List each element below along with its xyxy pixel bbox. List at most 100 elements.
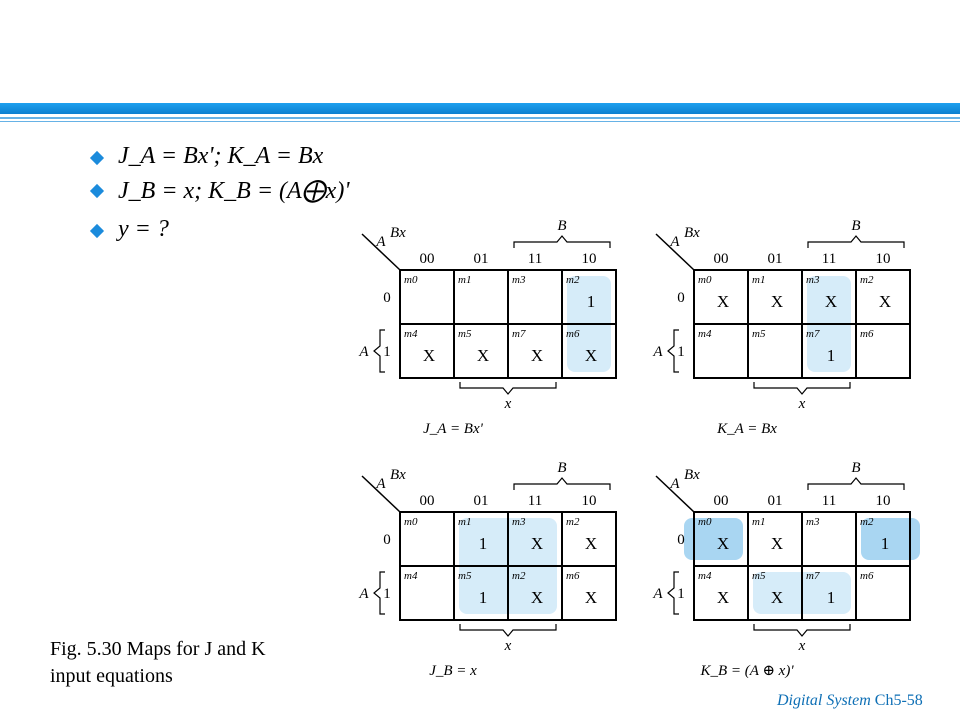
minterm-label: m6 — [566, 570, 580, 582]
minterm-label: m4 — [404, 328, 418, 340]
cell-value: X — [531, 534, 543, 553]
cell-value: X — [717, 534, 729, 553]
minterm-label: m0 — [698, 274, 712, 286]
minterm-label: m7 — [806, 570, 820, 582]
cell-value: X — [717, 292, 729, 311]
diamond-bullet-icon — [89, 183, 105, 199]
minterm-label: m3 — [512, 516, 526, 528]
col-label: 00 — [714, 251, 729, 267]
col-label: 10 — [876, 251, 891, 267]
bottom-var-label: x — [798, 638, 806, 654]
col-label: 01 — [474, 251, 489, 267]
col-label: 10 — [582, 251, 597, 267]
row-label: 0 — [383, 290, 391, 306]
row-label: 1 — [677, 344, 685, 360]
col-label: 00 — [420, 251, 435, 267]
side-var-label: A — [652, 586, 663, 602]
bottom-brace — [753, 624, 851, 637]
side-var-label: A — [652, 344, 663, 360]
cell-value: 1 — [827, 588, 836, 607]
minterm-label: m4 — [404, 570, 418, 582]
cell-value: X — [531, 346, 543, 365]
cell-value: X — [717, 588, 729, 607]
caption-line: Fig. 5.30 Maps for J and K — [50, 638, 266, 660]
header-rule-2 — [0, 121, 960, 122]
side-var-label: A — [358, 586, 369, 602]
kmap-title: K_B = (A ⊕ x)' — [699, 663, 794, 679]
top-var-label: B — [851, 460, 860, 476]
col-var-label: Bx — [684, 467, 700, 483]
figure-caption: Fig. 5.30 Maps for J and K input equatio… — [50, 636, 350, 690]
bottom-var-label: x — [798, 396, 806, 412]
row-var-label: A — [669, 476, 680, 492]
cell-value: X — [879, 292, 891, 311]
col-label: 10 — [876, 493, 891, 509]
diamond-bullet-icon — [89, 150, 105, 166]
kmap-corner-diagonal — [361, 233, 401, 271]
cell-value: X — [585, 588, 597, 607]
minterm-label: m4 — [698, 570, 712, 582]
cell-value: 1 — [587, 292, 596, 311]
cell-value: X — [771, 292, 783, 311]
minterm-label: m1 — [458, 274, 471, 286]
col-label: 11 — [528, 251, 542, 267]
bottom-brace — [753, 382, 851, 395]
bullet-text: J_A = Bx'; K_A = Bx — [118, 143, 324, 169]
cell-value: X — [771, 534, 783, 553]
side-brace — [373, 571, 385, 615]
footer-course: Digital System — [777, 692, 871, 709]
top-brace — [513, 235, 611, 248]
cell-value: X — [585, 346, 597, 365]
minterm-label: m3 — [512, 274, 526, 286]
minterm-label: m1 — [752, 274, 765, 286]
minterm-label: m6 — [860, 570, 874, 582]
col-var-label: Bx — [390, 225, 406, 241]
side-brace — [373, 329, 385, 373]
row-label: 1 — [383, 586, 391, 602]
minterm-label: m7 — [512, 328, 526, 340]
bullet-text: J_B = x; K_B = (A⨁x)' — [118, 178, 350, 204]
col-label: 00 — [714, 493, 729, 509]
bottom-var-label: x — [504, 396, 512, 412]
cell-value: X — [423, 346, 435, 365]
minterm-label: m3 — [806, 516, 820, 528]
group-highlight — [861, 518, 920, 560]
cell-value: X — [771, 588, 783, 607]
header-rule-1 — [0, 117, 960, 119]
minterm-label: m6 — [860, 328, 874, 340]
minterm-label: m0 — [404, 274, 418, 286]
kmap-corner-diagonal — [361, 475, 401, 513]
col-label: 01 — [768, 493, 783, 509]
minterm-label: m5 — [752, 570, 766, 582]
bottom-brace — [459, 624, 557, 637]
minterm-label: m2 — [860, 516, 874, 528]
cell-value: 1 — [479, 534, 488, 553]
minterm-label: m1 — [458, 516, 471, 528]
kmap-corner-diagonal — [655, 475, 695, 513]
side-brace — [667, 571, 679, 615]
top-brace — [513, 477, 611, 490]
minterm-label: m3 — [806, 274, 820, 286]
footer-page: Ch5-58 — [874, 692, 923, 709]
top-brace — [807, 235, 905, 248]
minterm-label: m2 — [566, 274, 580, 286]
kmap-title: K_A = Bx — [716, 421, 777, 437]
row-label: 0 — [383, 532, 391, 548]
minterm-label: m7 — [806, 328, 820, 340]
col-label: 01 — [474, 493, 489, 509]
cell-value: X — [477, 346, 489, 365]
col-var-label: Bx — [684, 225, 700, 241]
minterm-label: m6 — [566, 328, 580, 340]
kmap-title: J_B = x — [429, 663, 477, 679]
row-var-label: A — [375, 234, 386, 250]
cell-value: X — [825, 292, 837, 311]
minterm-label: m1 — [752, 516, 765, 528]
bottom-brace — [459, 382, 557, 395]
row-label: 0 — [677, 532, 685, 548]
